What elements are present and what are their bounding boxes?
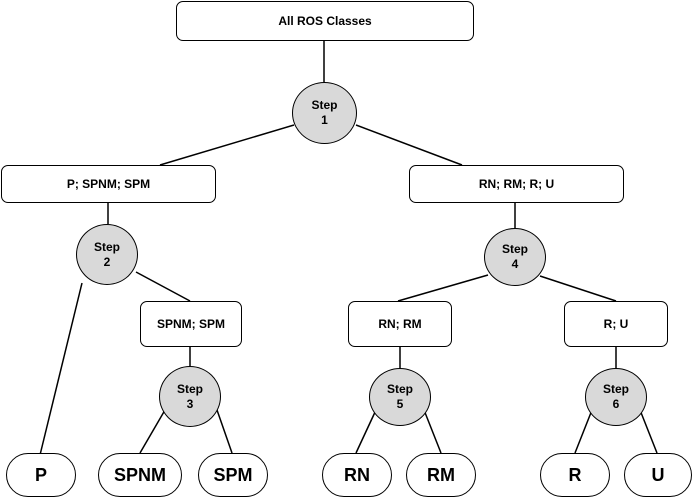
leaf-rn: RN [322,453,392,497]
step-label: Step [93,239,120,254]
group-rn-rm-r-u: RN; RM; R; U [409,165,624,203]
connector [539,275,617,302]
group-r-u: R; U [564,301,668,347]
connector [574,409,593,454]
step-6-node: Step 6 [585,368,647,426]
step-label: Step [311,98,338,112]
step-number: 6 [612,397,620,411]
connector [159,124,295,166]
step-number: 5 [396,397,404,411]
leaf-u: U [624,453,692,497]
step-3-node: Step 3 [159,366,221,427]
step-label: Step [176,381,203,396]
connector [39,282,83,456]
step-1-node: Step 1 [292,82,357,144]
group-spnm-spm: SPNM; SPM [140,301,242,347]
step-4-node: Step 4 [484,228,546,286]
step-label: Step [602,382,629,396]
leaf-rm: RM [406,453,476,497]
connector [397,274,489,302]
step-label: Step [386,382,413,396]
step-5-node: Step 5 [369,368,431,426]
connector [639,409,658,454]
connector [216,409,233,454]
step-label: Step [501,242,528,256]
connector [355,124,463,166]
step-number: 2 [103,254,111,269]
connector [423,409,442,454]
leaf-spnm: SPNM [98,453,182,497]
step-number: 4 [511,257,519,271]
leaf-r: R [540,453,610,497]
leaf-p: P [6,453,76,497]
connector [135,271,191,302]
step-number: 1 [321,113,328,127]
group-rn-rm: RN; RM [348,301,452,347]
step-number: 3 [186,396,194,411]
leaf-spm: SPM [198,453,268,497]
connector [355,409,377,454]
connector [139,409,166,454]
group-p-spnm-spm: P; SPNM; SPM [1,165,216,203]
step-2-node: Step 2 [76,224,138,285]
root-node: All ROS Classes [176,1,474,41]
